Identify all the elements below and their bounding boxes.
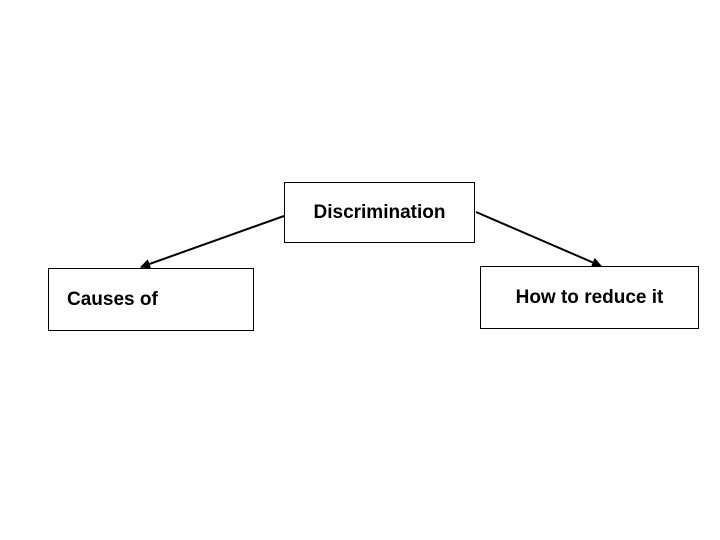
- connector-root-to-causes: [140, 215, 285, 269]
- node-how-to-reduce-it-label: How to reduce it: [515, 286, 664, 308]
- node-discrimination-label: Discrimination: [313, 201, 446, 223]
- node-how-to-reduce-it[interactable]: How to reduce it: [480, 266, 699, 329]
- node-causes-of-label: Causes of: [67, 288, 158, 310]
- connector-root-to-reduce: [475, 211, 602, 268]
- node-discrimination[interactable]: Discrimination: [284, 182, 475, 243]
- node-causes-of[interactable]: Causes of: [48, 268, 254, 331]
